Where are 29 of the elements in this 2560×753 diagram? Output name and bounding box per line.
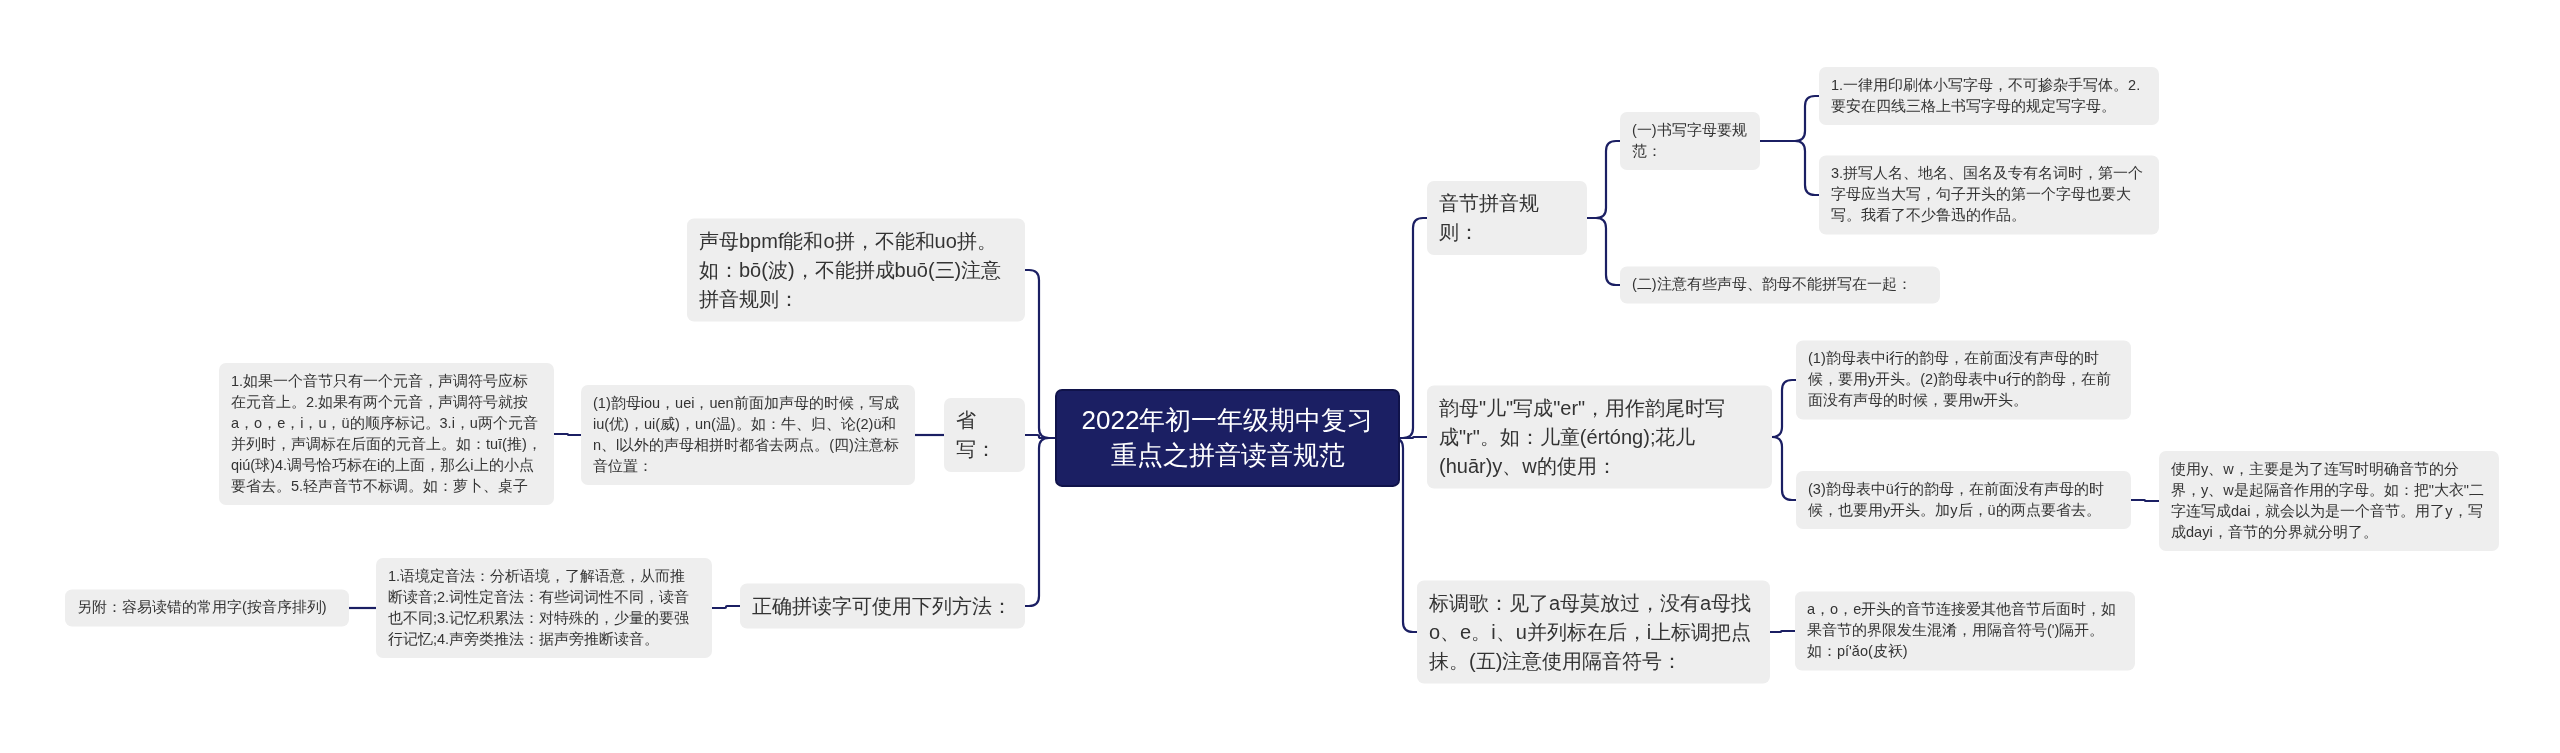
topic-box: 正确拼读字可使用下列方法： (740, 583, 1025, 629)
topic-box: 韵母"儿"写成"er"，用作韵尾时写成"r"。如：儿童(értóng);花儿(huār)y、w的使用： (1427, 385, 1772, 489)
topic-box: (1)韵母表中i行的韵母，在前面没有声母的时候，要用y开头。(2)韵母表中u行的韵母，在前面没有声母的时候，要用w开头。 (1796, 340, 2131, 420)
topic-box: 使用y、w，主要是为了连写时明确音节的分界，y、w是起隔音作用的字母。如：把"大衣"二字连写成dai，就会以为是一个音节。用了y，写成dayi，音节的分界就分明了。 (2159, 450, 2499, 552)
central-topic: 2022年初一年级期中复习重点之拼音读音规范 (1055, 388, 1400, 488)
connector-line (712, 604, 740, 610)
topic-box: (3)韵母表中ü行的韵母，在前面没有声母的时候，也要用y开头。加y后，ü的两点要省去。 (1796, 471, 2131, 529)
connector-line (349, 606, 376, 610)
connector-line (1770, 435, 1796, 502)
topic-box: 音节拼音规则： (1427, 181, 1587, 255)
topic-box: 1.一律用印刷体小写字母，不可掺杂手写体。2.要安在四线三格上书写字母的规定写字母。 (1819, 67, 2159, 125)
connector-line (1770, 629, 1795, 634)
topic-box: 另附：容易读错的常用字(按音序排列) (65, 589, 349, 627)
topic-box: 省写： (944, 398, 1025, 472)
topic-box: (1)韵母iou，uei，uen前面加声母的时候，写成iu(优)，ui(威)，un(温)。如：牛、归、论(2)ü和n、l以外的声母相拼时都省去两点。(四)注意标音位置： (581, 384, 915, 486)
topic-box: 1.语境定音法：分析语境，了解语意，从而推断读音;2.词性定音法：有些词词性不同，读音也不同;3.记忆积累法：对特殊的，少量的要强行记忆;4.声旁类推法：据声旁推断读音。 (376, 557, 712, 659)
connector-line (554, 432, 581, 437)
topic-box: (一)书写字母要规范： (1620, 112, 1760, 170)
topic-box: (二)注意有些声母、韵母不能拼写在一起： (1620, 266, 1940, 304)
connector-line (1025, 436, 1055, 608)
topic-box: a，o，e开头的音节连接爱其他音节后面时，如果音节的界限发生混淆，用隔音符号(')隔开。如：pí'ǎo(皮袄) (1795, 591, 2135, 671)
topic-box: 3.拼写人名、地名、国名及专有名词时，第一个字母应当大写，句子开头的第一个字母也要大写。我看了不少鲁迅的作品。 (1819, 155, 2159, 235)
connector-line (915, 433, 944, 437)
topic-box: 标调歌：见了a母莫放过，没有a母找o、e。i、u并列标在后，i上标调把点抹。(五)注意使用隔音符号： (1417, 580, 1770, 684)
topic-box: 1.如果一个音节只有一个元音，声调符号应标在元音上。2.如果有两个元音，声调符号就按a，o，e，i，u，ü的顺序标记。3.i，u两个元音并列时，声调标在后面的元音上。如：tuī(推)，qiú(球)4.调号恰巧标在i的上面，那么i上的小点要省去。5.轻声音节不标调。如：萝卜、桌子 (219, 362, 554, 506)
connector-line (2131, 498, 2159, 503)
connector-line (1760, 139, 1819, 197)
topic-box: 声母bpmf能和o拼，不能和uo拼。如：bō(波)，不能拼成buō(三)注意拼音规则： (687, 218, 1025, 322)
connector-line (1587, 216, 1620, 287)
